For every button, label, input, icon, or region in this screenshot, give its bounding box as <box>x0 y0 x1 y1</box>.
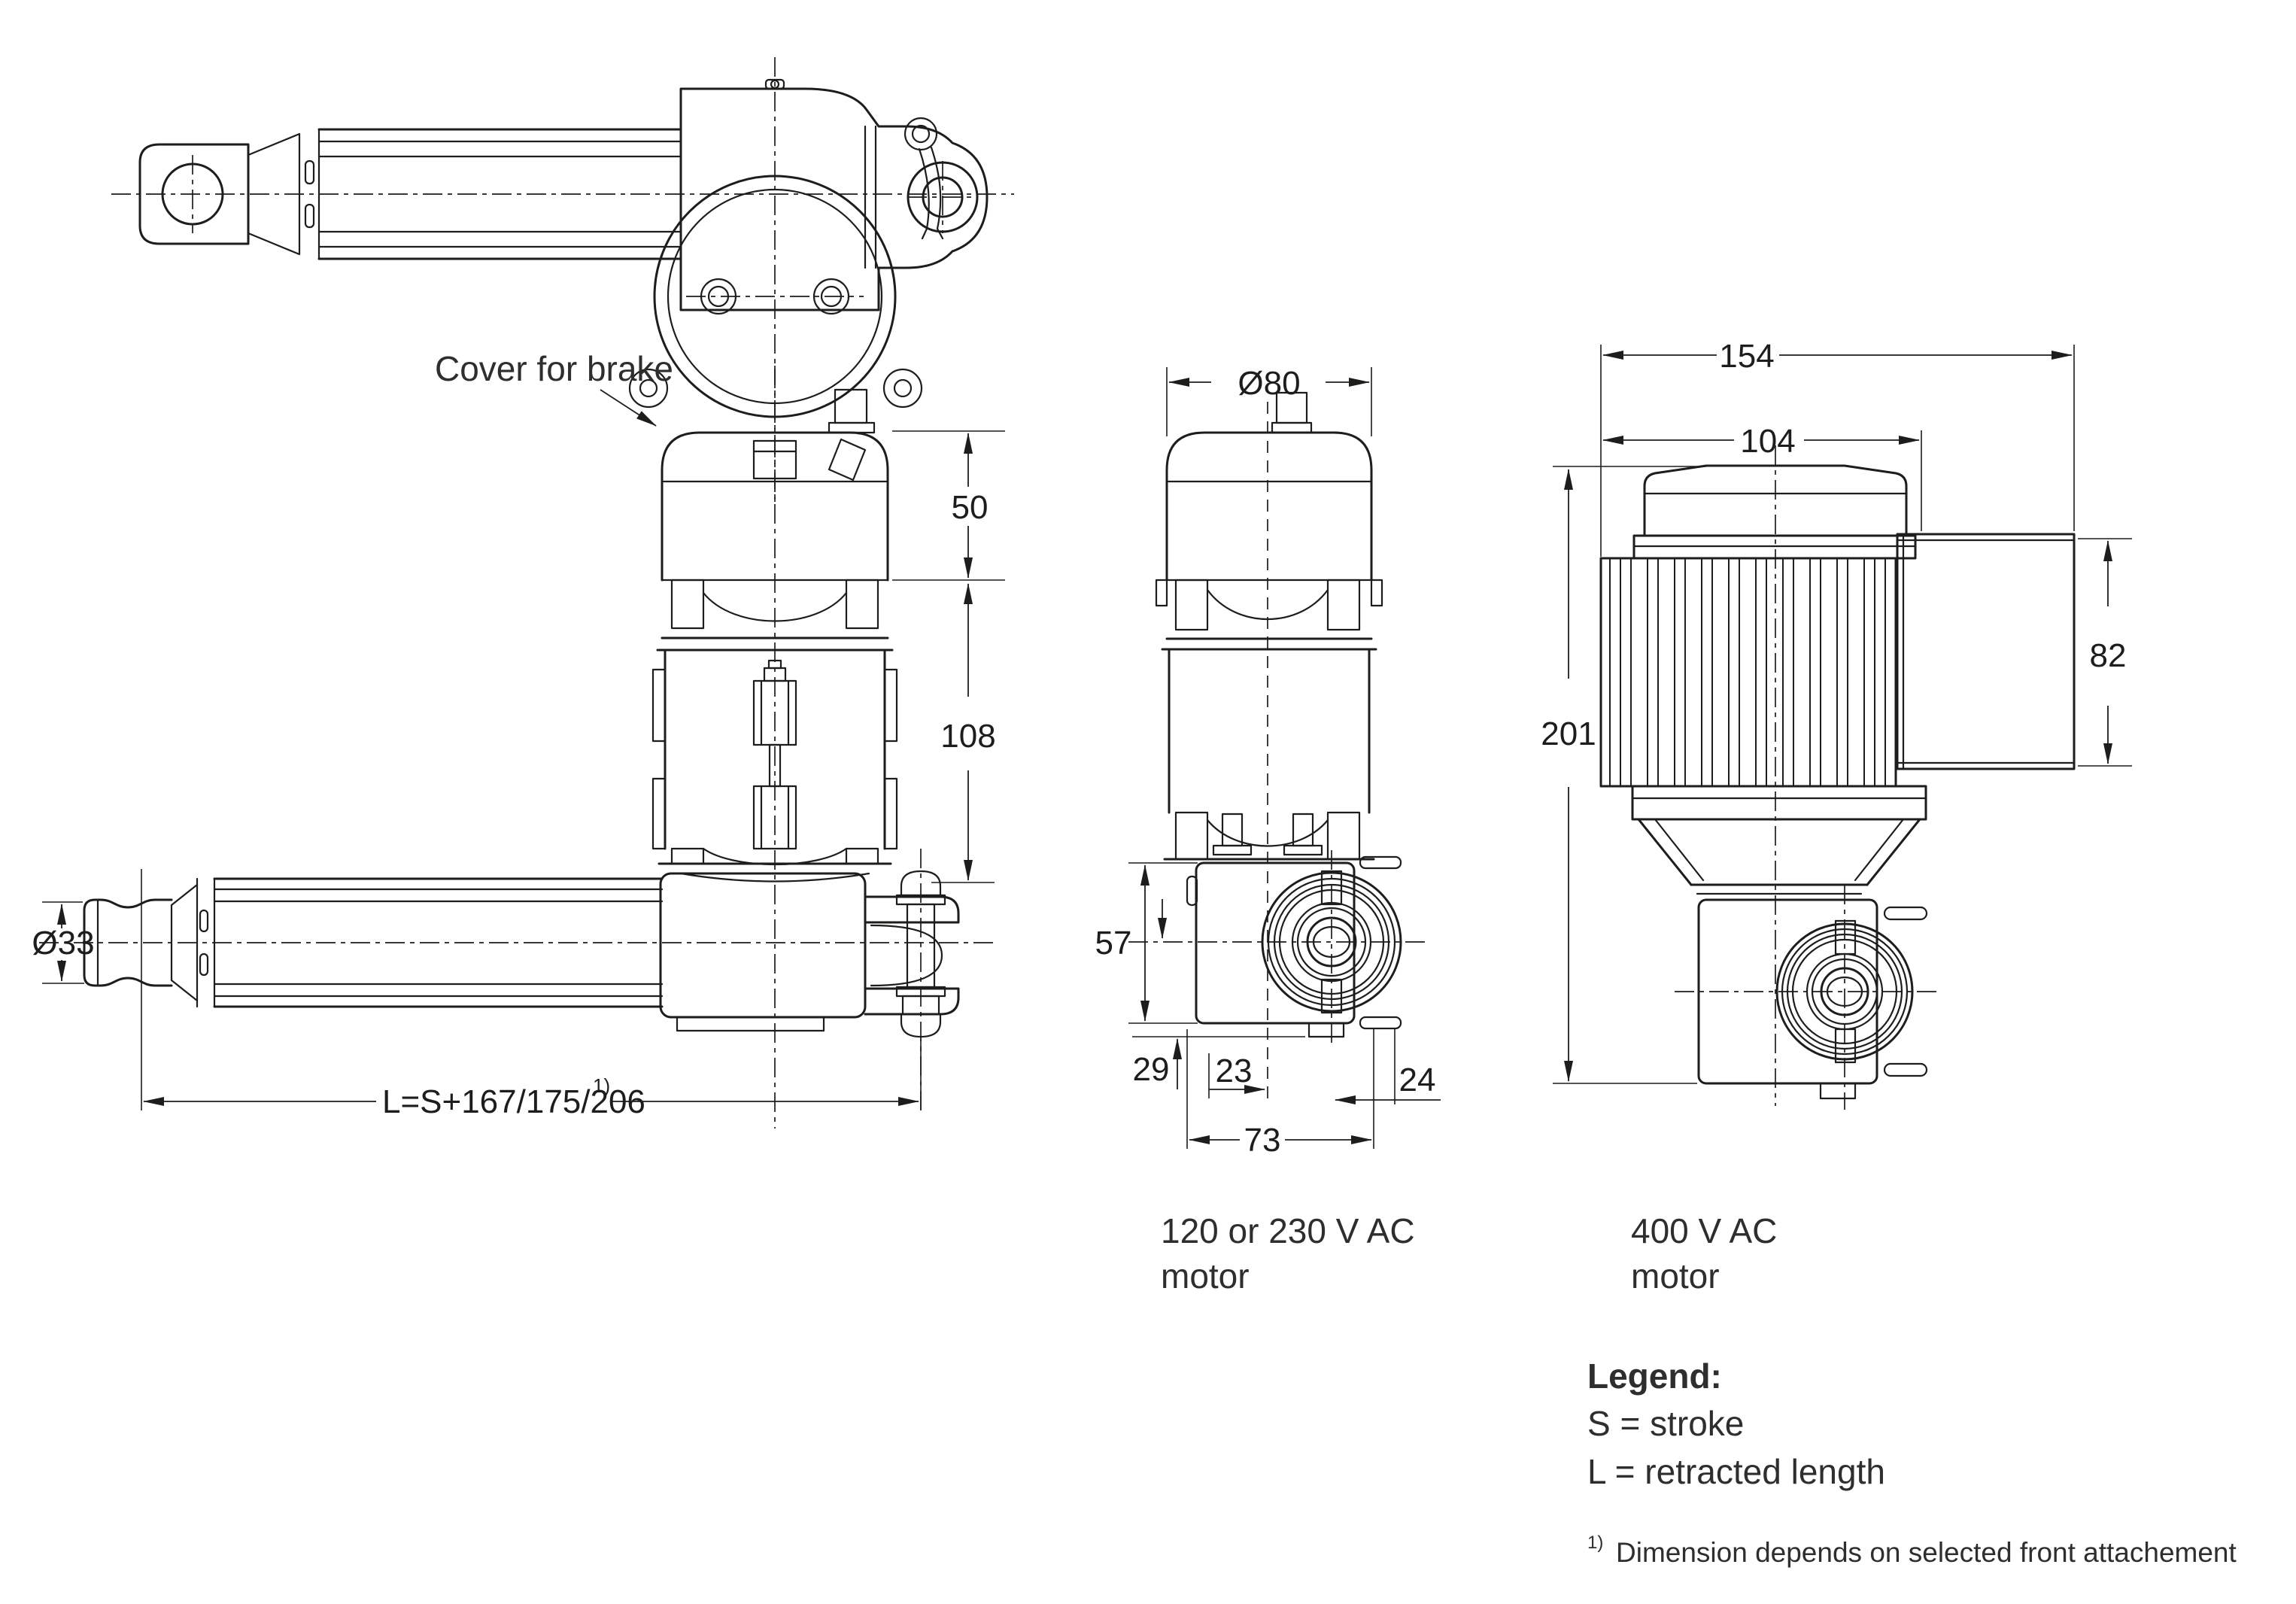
svg-text:Ø80: Ø80 <box>1238 365 1300 402</box>
dim-housing-width: 73 <box>1186 1029 1374 1159</box>
motor-cover-front <box>1155 391 1383 607</box>
legend-title: Legend: <box>1587 1356 1722 1396</box>
svg-text:50: 50 <box>952 489 989 526</box>
terminal-box <box>1896 533 2076 770</box>
dim-motor-diameter: Ø80 <box>1166 365 1372 436</box>
legend: Legend: S = stroke L = retracted length <box>1587 1356 1885 1491</box>
motor-body-front <box>1163 648 1375 861</box>
side-view-400: 154 104 82 <box>1541 338 2132 1296</box>
cover-adapter <box>656 579 894 652</box>
footnote-sup: 1) <box>1587 1533 1603 1553</box>
caption-120-230-motor: motor <box>1161 1256 1250 1296</box>
svg-text:82: 82 <box>2090 637 2127 674</box>
dim-motor-body-width: 104 <box>1602 423 1922 531</box>
motor-flange-taper <box>1631 785 1927 895</box>
cover-for-brake-label: Cover for brake <box>435 349 673 388</box>
gear-housing-front <box>1186 855 1402 1038</box>
dim-overall-height: 201 <box>1541 466 1706 1084</box>
dim-rod-diameter: Ø33 <box>32 901 95 984</box>
dim-center-to-edge: 24 <box>1335 1029 1441 1104</box>
cover-leader-line <box>600 389 657 427</box>
cylinder-tube-side <box>170 877 664 1008</box>
svg-text:201: 201 <box>1541 715 1596 752</box>
svg-text:L=S+167/175/206: L=S+167/175/206 <box>382 1083 645 1120</box>
svg-text:154: 154 <box>1719 338 1774 375</box>
mounting-lugs <box>628 368 923 482</box>
front-clevis <box>138 128 320 260</box>
eye-bolt <box>904 117 979 240</box>
dim-cover-height: 50 <box>892 430 1005 581</box>
rear-clevis <box>864 870 960 1038</box>
gear-housing-top <box>679 78 989 311</box>
dim-terminal-box-height: 82 <box>2078 538 2132 767</box>
dim-below-housing: 29 <box>1132 1036 1305 1089</box>
gearbox-side <box>659 872 867 1032</box>
side-view: Cover for brake <box>32 349 1005 1129</box>
legend-item-retracted-length: L = retracted length <box>1587 1452 1885 1491</box>
legend-item-stroke: S = stroke <box>1587 1404 1744 1443</box>
caption-120-230: 120 or 230 V AC <box>1161 1211 1415 1250</box>
front-view-120-230: Ø80 <box>1095 365 1441 1296</box>
svg-text:104: 104 <box>1740 423 1795 460</box>
outer-tube-top <box>317 128 682 260</box>
finned-motor-body <box>1599 557 1897 788</box>
dim-retracted-length: L=S+167/175/206 1) <box>141 869 922 1120</box>
dim-housing-height: 57 <box>1095 862 1198 1024</box>
svg-text:29: 29 <box>1133 1051 1170 1088</box>
footnote: 1) Dimension depends on selected front a… <box>1587 1533 2237 1568</box>
dim-overall-width: 154 <box>1600 338 2075 557</box>
top-view <box>111 57 1014 507</box>
caption-400-motor: motor <box>1631 1256 1720 1296</box>
svg-text:57: 57 <box>1095 925 1132 961</box>
svg-text:23: 23 <box>1216 1053 1253 1089</box>
piston-rod-end <box>83 898 173 987</box>
top-view-eye-cross <box>907 161 978 233</box>
svg-text:Ø33: Ø33 <box>32 925 94 961</box>
dim-motor-height: 108 <box>931 583 996 883</box>
svg-text:108: 108 <box>940 718 995 755</box>
caption-400: 400 V AC <box>1631 1211 1777 1250</box>
gear-housing-400 <box>1697 898 1928 1100</box>
svg-text:73: 73 <box>1244 1122 1281 1159</box>
motor-adapter-front <box>1161 579 1377 651</box>
footnote-text: Dimension depends on selected front atta… <box>1616 1537 2237 1568</box>
fan-cap <box>1632 464 1917 560</box>
svg-text:1): 1) <box>593 1074 610 1097</box>
dim-left-to-center: 23 <box>1208 1053 1265 1098</box>
svg-text:24: 24 <box>1399 1062 1436 1098</box>
motor-body-side <box>651 649 898 883</box>
